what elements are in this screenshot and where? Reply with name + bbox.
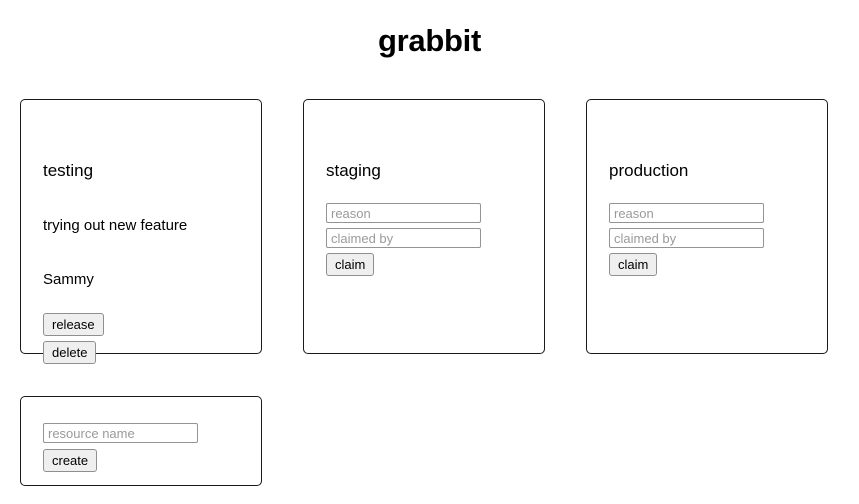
- create-resource-card: create: [20, 396, 262, 486]
- resource-name-production: production: [609, 161, 689, 180]
- release-button[interactable]: release: [43, 313, 104, 336]
- resource-board: testing trying out new feature Sammy rel…: [20, 99, 840, 486]
- claimed-by-input-staging[interactable]: [326, 228, 481, 248]
- claim-form-staging: claim: [326, 181, 522, 276]
- reason-input-staging[interactable]: [326, 203, 481, 223]
- claimed-by-input-production[interactable]: [609, 228, 764, 248]
- resource-actions-testing: release delete: [43, 289, 239, 364]
- resource-card-row: testing trying out new feature Sammy rel…: [20, 99, 840, 364]
- resource-claimed-by-testing: Sammy: [43, 271, 94, 288]
- claim-button-staging[interactable]: claim: [326, 253, 375, 276]
- claim-button-production[interactable]: claim: [609, 253, 658, 276]
- resource-name-staging: staging: [326, 161, 381, 180]
- resource-card-production: production claim: [586, 99, 828, 354]
- page-title: grabbit: [378, 23, 481, 58]
- resource-name-input[interactable]: [43, 423, 198, 443]
- reason-input-production[interactable]: [609, 203, 764, 223]
- resource-card-staging: staging claim: [303, 99, 545, 354]
- resource-reason-testing: trying out new feature: [43, 217, 188, 234]
- resource-name-testing: testing: [43, 161, 94, 180]
- create-button[interactable]: create: [43, 449, 98, 472]
- claim-form-production: claim: [609, 181, 805, 276]
- delete-button[interactable]: delete: [43, 341, 97, 364]
- resource-card-testing: testing trying out new feature Sammy rel…: [20, 99, 262, 364]
